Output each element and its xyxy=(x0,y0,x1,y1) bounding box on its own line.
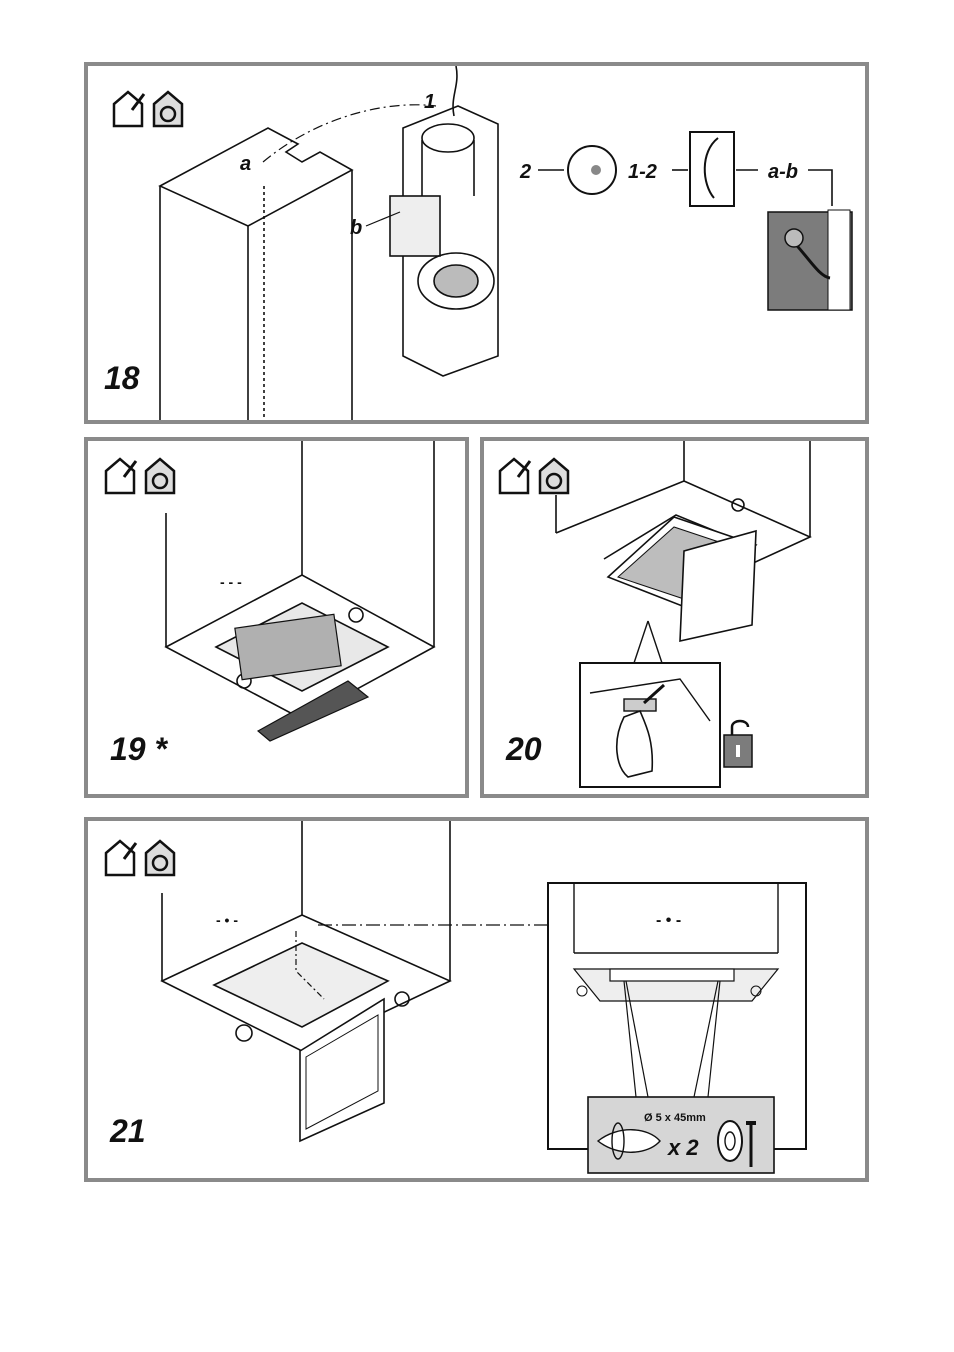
step-20-illustration xyxy=(498,441,812,788)
hand-icon xyxy=(615,709,654,778)
step-19-illustration: - - - xyxy=(104,441,436,742)
panel-step-20: 20 xyxy=(480,437,869,798)
house-recirculation-icon xyxy=(144,457,176,495)
label-2: 2 xyxy=(519,161,531,183)
step-number-21: 21 xyxy=(110,1113,146,1149)
screw-multiplier: x 2 xyxy=(667,1135,699,1160)
house-recirculation-icon xyxy=(144,839,176,877)
step-number-18: 18 xyxy=(104,360,140,396)
motor-bracket xyxy=(389,66,499,377)
label-b: b xyxy=(350,217,362,239)
svg-text:- - -: - - - xyxy=(220,574,242,590)
filter-panel-open xyxy=(679,529,757,643)
screw-icon xyxy=(746,1121,756,1167)
step-18-illustration: a b 1 2 1-2 a-b xyxy=(112,66,853,420)
step-21-illustration: - • - - • - Ø 5 x 45mm x 2 xyxy=(104,821,807,1174)
hood-canopy xyxy=(160,821,452,1052)
label-seq-1-2: 1-2 xyxy=(628,161,657,183)
screw-spec: Ø 5 x 45mm xyxy=(644,1112,706,1124)
svg-text:- • -: - • - xyxy=(656,912,681,929)
house-wrench-icon xyxy=(498,457,532,495)
house-recirculation-icon xyxy=(538,457,570,495)
svg-text:- • -: - • - xyxy=(216,912,238,928)
unlock-icon xyxy=(723,719,753,768)
washer-icon xyxy=(717,1120,743,1162)
label-a: a xyxy=(240,153,251,175)
step-number-19: 19 * xyxy=(110,731,167,767)
grease-filter xyxy=(234,613,342,681)
house-wrench-icon xyxy=(112,90,146,128)
label-seq-a-b: a-b xyxy=(768,161,798,183)
chimney-column xyxy=(158,127,354,420)
house-recirculation-icon xyxy=(152,90,184,128)
hood-canopy xyxy=(164,441,436,720)
filter-panel-open xyxy=(299,997,385,1143)
filter-panel-open xyxy=(256,680,370,742)
house-wrench-icon xyxy=(104,457,138,495)
panel-step-21: - • - - • - Ø 5 x 45mm x 2 21 xyxy=(84,817,869,1182)
house-wrench-icon xyxy=(104,839,138,877)
screwdriver-hand-icon xyxy=(596,1129,661,1153)
step-number-20: 20 xyxy=(506,731,542,767)
panel-step-18: a b 1 2 1-2 a-b 18 xyxy=(84,62,869,424)
label-1: 1 xyxy=(424,91,435,113)
panel-step-19: - - - 19 * xyxy=(84,437,469,798)
